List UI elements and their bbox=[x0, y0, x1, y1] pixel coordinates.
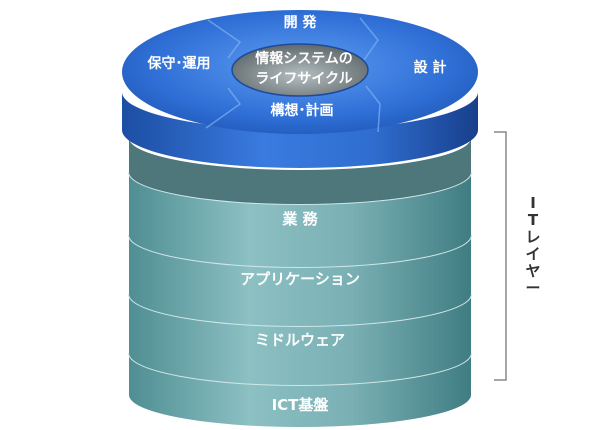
ring-label-bottom: 構想･計画 bbox=[271, 102, 334, 119]
center-label-line-1: 情報システムの bbox=[255, 50, 353, 67]
layer-label-middleware: ミドルウェア bbox=[255, 331, 345, 349]
ring-label-right: 設 計 bbox=[414, 59, 447, 76]
center-label-line-2: ライフサイクル bbox=[255, 71, 352, 87]
it-layer-char: イ bbox=[525, 245, 541, 263]
center-hole-rim bbox=[231, 43, 369, 97]
layer-label-application: アプリケーション bbox=[240, 270, 360, 288]
it-layer-char: レ bbox=[525, 228, 541, 246]
layer-application-body bbox=[129, 235, 471, 326]
ring-label-top: 開 発 bbox=[284, 14, 318, 31]
it-layer-label: I T レ イ ヤ ー bbox=[520, 195, 546, 297]
segment-divider-top-right bbox=[359, 17, 379, 61]
center-hole bbox=[232, 44, 368, 96]
layer-middleware-body bbox=[129, 294, 471, 385]
segment-divider-top-left bbox=[207, 19, 242, 59]
segment-divider-bottom-right bbox=[365, 85, 381, 133]
it-layer-char: T bbox=[527, 211, 539, 229]
layer-ict-body bbox=[129, 353, 471, 427]
it-layer-char: ー bbox=[525, 279, 541, 297]
segment-divider-bottom-left bbox=[205, 87, 242, 129]
ring-label-left: 保守･運用 bbox=[147, 55, 211, 72]
lifecycle-disc bbox=[122, 10, 478, 168]
layer-stack bbox=[128, 138, 472, 427]
it-layer-char: I bbox=[530, 194, 536, 212]
shadow-band bbox=[129, 138, 471, 204]
it-layer-bracket bbox=[494, 131, 507, 381]
layer-label-business: 業 務 bbox=[281, 210, 318, 228]
layer-label-ict: ICT基盤 bbox=[272, 396, 330, 414]
it-layer-char: ヤ bbox=[525, 262, 541, 280]
layer-business-body bbox=[129, 172, 471, 267]
